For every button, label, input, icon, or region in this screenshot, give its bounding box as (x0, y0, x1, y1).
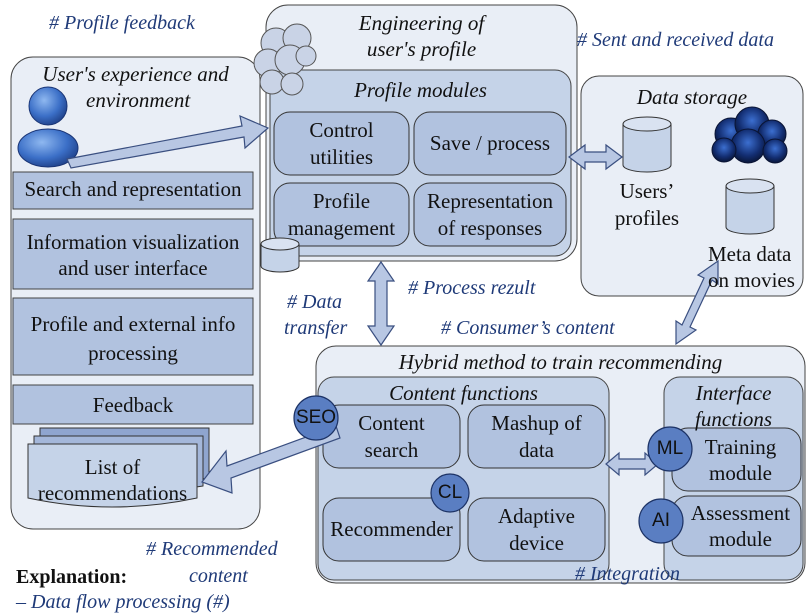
module-box (413, 111, 567, 176)
annotation-integration: # Integration (575, 563, 680, 585)
arrow-storage-hybrid (675, 259, 719, 346)
user-item-label: processing (88, 341, 178, 365)
interface-module-label: module (709, 527, 772, 551)
content-module-label: search (364, 438, 419, 462)
module-label: Save / process (429, 131, 551, 155)
recommendations-label: recommendations (37, 481, 188, 505)
arrow-recommended-content (201, 425, 341, 494)
module-box (413, 182, 567, 247)
module-box (322, 497, 461, 562)
interface-module-label: module (709, 461, 772, 485)
engineering-title: user's profile (366, 37, 477, 61)
annotation-sent-received: # Sent and received data (577, 29, 774, 51)
profile-modules-title: Profile modules (354, 78, 487, 102)
interface-module-label: Assessment (690, 501, 791, 525)
user-panel-title: environment (86, 88, 191, 112)
document-stack-icon (27, 427, 210, 508)
module-label: Representation (427, 189, 553, 213)
explanation-label: Explanation: (16, 566, 128, 588)
interface-module-label: Training (704, 435, 777, 459)
user-item-label: Profile and external info (30, 312, 236, 336)
module-box (467, 404, 606, 469)
seo-badge-label: SEO (295, 407, 337, 428)
module-box (273, 182, 410, 247)
engineering-title: Engineering of (358, 11, 485, 35)
annotation-data-transfer: transfer (284, 317, 348, 339)
users-profiles-db-icon (622, 116, 672, 173)
arrow-profile-storage (568, 143, 623, 171)
ml-badge-label: ML (656, 438, 684, 459)
content-module-label: Content (358, 411, 425, 435)
user-item-label: Information visualization (26, 230, 240, 254)
module-box (273, 111, 410, 176)
storm-cloud-icon (711, 106, 788, 164)
arrow-profile-hybrid (366, 260, 396, 347)
annotation-recommended-content: # Recommended (146, 538, 278, 560)
storage-title: Data storage (636, 85, 748, 109)
cl-badge-label: CL (437, 482, 463, 503)
content-module-label: data (519, 438, 554, 462)
content-module-label: Recommender (330, 517, 453, 541)
user-item-box (12, 384, 254, 425)
ai-badge-label: AI (652, 510, 670, 531)
users-profiles-label: Users’ (619, 179, 675, 203)
module-label: Profile (312, 189, 371, 213)
user-panel-title: User's experience and (42, 62, 229, 86)
database-icon (260, 237, 300, 273)
user-icon (17, 86, 79, 168)
interface-functions-title: Interface (695, 381, 772, 405)
user-item-box (12, 218, 254, 290)
users-profiles-label: profiles (614, 206, 680, 230)
hybrid-title: Hybrid method to train recommending (398, 350, 723, 374)
annotation-process-result: # Process rezult (408, 277, 536, 299)
user-item-label: Search and representation (24, 177, 242, 201)
module-label: of responses (437, 216, 543, 240)
cloud-icon (253, 23, 317, 96)
explanation-text: – Data flow processing (#) (16, 591, 230, 613)
seo-badge (293, 395, 339, 441)
meta-data-db-icon (725, 178, 775, 235)
content-module-label: device (509, 531, 564, 555)
user-item-label: Feedback (92, 393, 174, 417)
cl-badge (430, 473, 470, 513)
module-box (467, 497, 606, 562)
interface-functions-title: functions (695, 407, 772, 431)
user-item-box (12, 297, 254, 376)
module-label: Control (309, 118, 374, 142)
content-module-label: Adaptive (498, 504, 575, 528)
annotation-recommended-content: content (189, 565, 248, 587)
user-item-box (12, 171, 254, 210)
annotation-data-transfer: # Data (287, 291, 342, 313)
ai-badge (638, 498, 684, 544)
meta-data-label: Meta data (708, 242, 792, 266)
content-functions-title: Content functions (389, 381, 538, 405)
user-item-label: and user interface (58, 256, 208, 280)
module-label: management (287, 216, 396, 240)
ml-badge (647, 426, 693, 472)
annotation-consumer-content: # Consumer’s content (441, 317, 615, 339)
meta-data-label: on movies (708, 269, 795, 292)
annotation-profile-feedback: # Profile feedback (49, 12, 195, 34)
content-module-label: Mashup of (491, 411, 582, 435)
recommendations-label: List of (84, 455, 141, 479)
module-label: utilities (310, 145, 373, 169)
arrow-user-to-profile (66, 114, 270, 169)
